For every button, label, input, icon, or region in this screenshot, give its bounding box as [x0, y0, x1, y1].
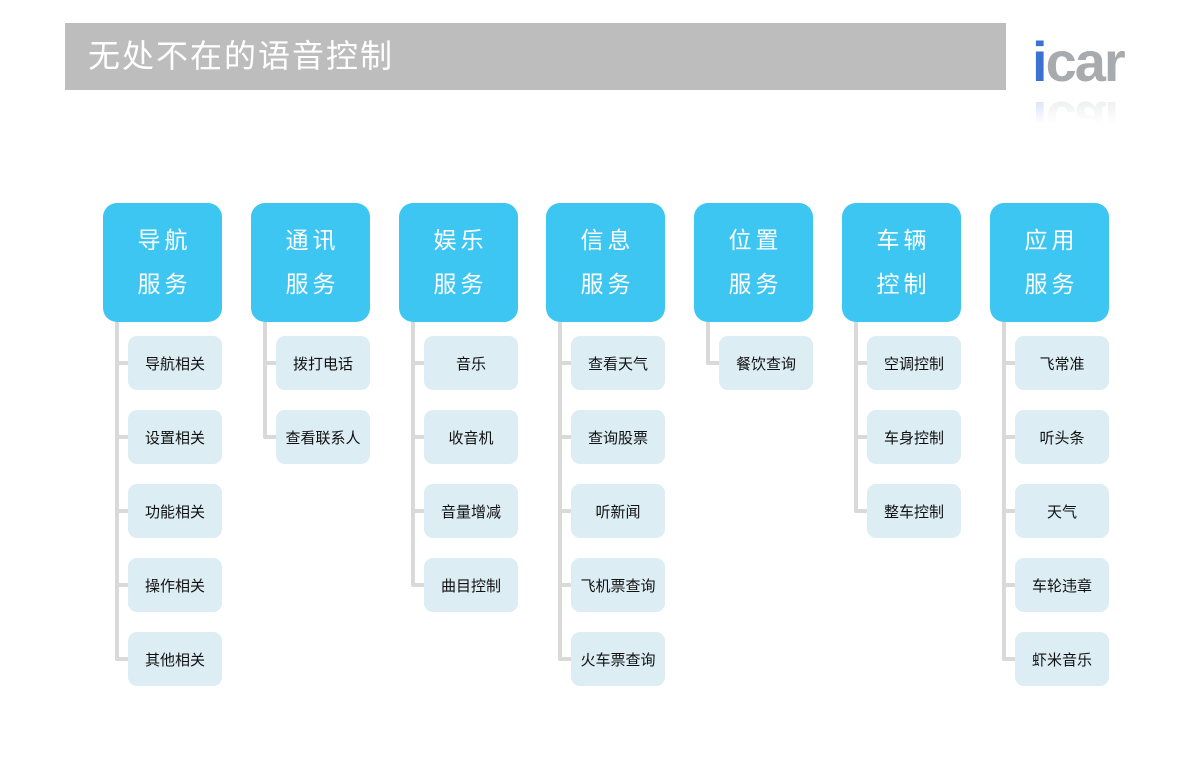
service-item: 拨打电话: [276, 336, 370, 390]
service-item: 收音机: [424, 410, 518, 464]
connector-vertical-line: [558, 322, 562, 661]
service-item: 查看天气: [571, 336, 665, 390]
service-item: 餐饮查询: [719, 336, 813, 390]
connector-vertical-line: [115, 322, 119, 661]
service-item: 虾米音乐: [1015, 632, 1109, 686]
service-item: 听头条: [1015, 410, 1109, 464]
service-item: 导航相关: [128, 336, 222, 390]
connector-stub: [559, 435, 571, 439]
icar-logo-text: icar: [1032, 34, 1172, 90]
service-header-label: 娱乐: [433, 227, 488, 254]
service-header-label: 车辆: [876, 227, 931, 254]
connector-stub: [559, 361, 571, 365]
connector-stub: [559, 583, 571, 587]
service-header-box: 信息服务: [546, 203, 665, 322]
connector-stub: [264, 361, 276, 365]
icar-logo-reflection-i: i: [1032, 90, 1046, 153]
connector-stub: [855, 509, 867, 513]
service-item: 空调控制: [867, 336, 961, 390]
connector-stub: [1003, 583, 1015, 587]
service-item: 听新闻: [571, 484, 665, 538]
connector-stub: [1003, 361, 1015, 365]
connector-stub: [116, 657, 128, 661]
service-header-label: 信息: [580, 227, 635, 254]
service-header-label: 服务: [728, 271, 783, 298]
service-header-box: 导航服务: [103, 203, 222, 322]
page-title: 无处不在的语音控制: [88, 37, 395, 75]
service-header-box: 娱乐服务: [399, 203, 518, 322]
title-bar: 无处不在的语音控制: [65, 23, 1006, 90]
connector-stub: [1003, 509, 1015, 513]
connector-stub: [707, 361, 719, 365]
connector-stub: [559, 657, 571, 661]
service-item: 查看联系人: [276, 410, 370, 464]
service-item: 飞机票查询: [571, 558, 665, 612]
service-item: 查询股票: [571, 410, 665, 464]
connector-stub: [412, 509, 424, 513]
service-header-label: 位置: [728, 227, 783, 254]
service-header-label: 服务: [580, 271, 635, 298]
connector-stub: [412, 583, 424, 587]
service-item: 其他相关: [128, 632, 222, 686]
connector-stub: [559, 509, 571, 513]
service-header-box: 通讯服务: [251, 203, 370, 322]
service-header-label: 应用: [1024, 227, 1079, 254]
service-header-label: 控制: [876, 271, 931, 298]
service-column: 信息服务查看天气查询股票听新闻飞机票查询火车票查询: [546, 203, 665, 693]
connector-stub: [1003, 435, 1015, 439]
service-column: 通讯服务拨打电话查看联系人: [251, 203, 370, 693]
connector-vertical-line: [411, 322, 415, 587]
service-column: 车辆控制空调控制车身控制整车控制: [842, 203, 961, 693]
service-column: 导航服务导航相关设置相关功能相关操作相关其他相关: [103, 203, 222, 693]
service-item: 飞常准: [1015, 336, 1109, 390]
icar-logo: icar icar: [1032, 34, 1172, 154]
connector-vertical-line: [1002, 322, 1006, 661]
icar-logo-car: car: [1045, 30, 1126, 93]
service-header-label: 服务: [1024, 271, 1079, 298]
service-item: 功能相关: [128, 484, 222, 538]
service-item: 火车票查询: [571, 632, 665, 686]
service-item: 天气: [1015, 484, 1109, 538]
service-item: 音量增减: [424, 484, 518, 538]
icar-logo-reflection: icar: [1032, 90, 1172, 153]
service-column: 位置服务餐饮查询: [694, 203, 813, 693]
connector-stub: [116, 361, 128, 365]
connector-vertical-line: [263, 322, 267, 439]
connector-stub: [412, 435, 424, 439]
service-item: 音乐: [424, 336, 518, 390]
service-column: 娱乐服务音乐收音机音量增减曲目控制: [399, 203, 518, 693]
service-header-label: 服务: [137, 271, 192, 298]
service-header-label: 服务: [433, 271, 488, 298]
service-column: 应用服务飞常准听头条天气车轮违章虾米音乐: [990, 203, 1109, 693]
service-header-box: 位置服务: [694, 203, 813, 322]
connector-stub: [264, 435, 276, 439]
icar-logo-reflection-car: car: [1045, 90, 1124, 153]
service-header-box: 车辆控制: [842, 203, 961, 322]
service-header-label: 服务: [285, 271, 340, 298]
service-item: 曲目控制: [424, 558, 518, 612]
connector-stub: [116, 509, 128, 513]
connector-stub: [855, 435, 867, 439]
connector-stub: [1003, 657, 1015, 661]
connector-stub: [116, 435, 128, 439]
service-item: 整车控制: [867, 484, 961, 538]
service-header-label: 导航: [137, 227, 192, 254]
service-header-label: 通讯: [285, 227, 340, 254]
service-item: 车轮违章: [1015, 558, 1109, 612]
service-item: 操作相关: [128, 558, 222, 612]
connector-stub: [855, 361, 867, 365]
connector-stub: [412, 361, 424, 365]
service-header-box: 应用服务: [990, 203, 1109, 322]
connector-stub: [116, 583, 128, 587]
service-item: 车身控制: [867, 410, 961, 464]
icar-logo-i: i: [1032, 30, 1048, 93]
connector-vertical-line: [854, 322, 858, 513]
connector-vertical-line: [706, 322, 710, 365]
service-item: 设置相关: [128, 410, 222, 464]
